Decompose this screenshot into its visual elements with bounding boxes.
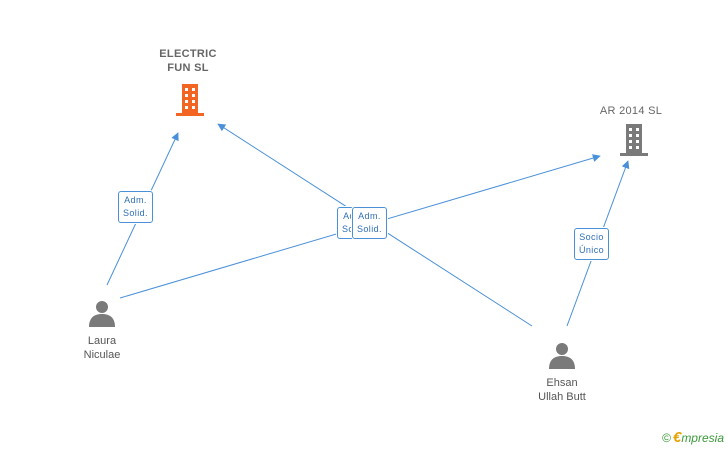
edge-label-line1: Adm. bbox=[358, 211, 381, 221]
edge-label-line2: Solid. bbox=[123, 208, 148, 218]
person-ehsan-name-line2: Ullah Butt bbox=[538, 391, 586, 403]
edge-label-line2: Solid. bbox=[357, 224, 382, 234]
person-icon[interactable] bbox=[547, 340, 577, 370]
edge-label-line1: Adm. bbox=[124, 195, 147, 205]
edge-label-ehsan-ar2014[interactable]: Socio Único bbox=[574, 228, 610, 260]
brand-initial: € bbox=[672, 429, 682, 446]
edge-label-ehsan-electric[interactable]: Adm. Solid. bbox=[352, 207, 387, 239]
person-laura-name-line1: Laura bbox=[87, 335, 117, 347]
copyright-symbol: © bbox=[662, 431, 671, 445]
building-icon[interactable] bbox=[617, 122, 651, 158]
company-electric-fun-name[interactable]: ELECTRIC FUN SL bbox=[148, 47, 228, 75]
edge-label-line2: Único bbox=[579, 245, 605, 255]
building-icon[interactable] bbox=[173, 82, 207, 118]
person-laura-name-line2: Niculae bbox=[83, 349, 121, 361]
brand-logo: ©€mpresia bbox=[662, 429, 724, 446]
edge-label-laura-electric[interactable]: Adm. Solid. bbox=[118, 191, 153, 223]
company-ar2014-name[interactable]: AR 2014 SL bbox=[599, 105, 663, 117]
person-ehsan-name[interactable]: Ehsan Ullah Butt bbox=[512, 376, 612, 404]
company-electric-fun-name-line2: FUN SL bbox=[167, 62, 209, 74]
brand-name: mpresia bbox=[681, 431, 724, 445]
person-icon[interactable] bbox=[87, 298, 117, 328]
person-laura-name[interactable]: Laura Niculae bbox=[60, 334, 144, 362]
company-electric-fun-name-line1: ELECTRIC bbox=[159, 48, 217, 60]
edge-label-line1: Socio bbox=[579, 232, 604, 242]
person-ehsan-name-line1: Ehsan bbox=[546, 377, 578, 389]
